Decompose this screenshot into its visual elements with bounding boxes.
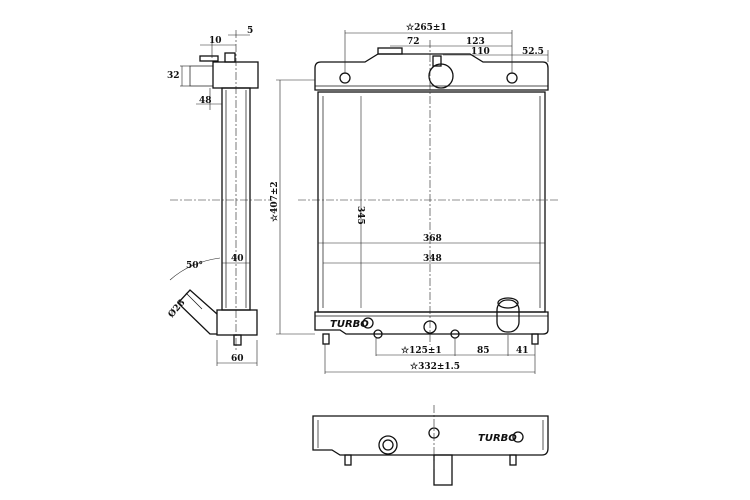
svg-text:72: 72 bbox=[407, 37, 420, 47]
svg-text:368: 368 bbox=[423, 234, 442, 244]
svg-text:85: 85 bbox=[477, 346, 490, 356]
inlet-port bbox=[428, 63, 454, 89]
outlet-hose bbox=[177, 289, 218, 335]
svg-text:☆407±2: ☆407±2 bbox=[269, 181, 280, 222]
side-view: 10 5 32 48 50° 40 Ø28 60 bbox=[166, 26, 270, 366]
svg-text:48: 48 bbox=[199, 96, 212, 106]
mount-pin-left bbox=[322, 333, 330, 345]
mount-hole-left bbox=[339, 72, 351, 84]
svg-text:123: 123 bbox=[466, 37, 485, 47]
svg-text:10: 10 bbox=[209, 36, 222, 46]
core bbox=[317, 91, 546, 313]
svg-text:110: 110 bbox=[471, 47, 490, 57]
outlet-port bbox=[496, 299, 520, 333]
svg-text:50°: 50° bbox=[186, 261, 203, 271]
svg-text:52.5: 52.5 bbox=[522, 47, 544, 57]
bottom-tank bbox=[314, 311, 549, 335]
front-view: TURBO ☆265±1 72 123 110 52.5 ☆407±2 345 … bbox=[269, 22, 560, 374]
top-tank bbox=[314, 53, 549, 91]
svg-text:60: 60 bbox=[231, 354, 244, 364]
svg-text:40: 40 bbox=[231, 254, 244, 264]
mount-hole-right bbox=[506, 72, 518, 84]
svg-text:345: 345 bbox=[355, 206, 365, 225]
turbo-logo: TURBO bbox=[330, 319, 369, 330]
svg-text:TURBO: TURBO bbox=[478, 433, 517, 444]
svg-text:☆332±1.5: ☆332±1.5 bbox=[410, 361, 460, 372]
mount-pin-right bbox=[531, 333, 539, 345]
svg-text:32: 32 bbox=[167, 71, 180, 81]
bottom-tank-view bbox=[312, 415, 549, 456]
svg-text:41: 41 bbox=[516, 346, 529, 356]
side-bottom-tank bbox=[216, 309, 258, 336]
bottom-outlet bbox=[433, 454, 453, 486]
filler-cap bbox=[377, 47, 403, 55]
svg-text:☆125±1: ☆125±1 bbox=[401, 345, 442, 356]
svg-text:5: 5 bbox=[247, 26, 253, 36]
bottom-view: TURBO bbox=[312, 405, 549, 486]
svg-text:348: 348 bbox=[423, 254, 442, 264]
side-top-tank bbox=[212, 61, 259, 89]
svg-text:☆265±1: ☆265±1 bbox=[406, 22, 447, 33]
